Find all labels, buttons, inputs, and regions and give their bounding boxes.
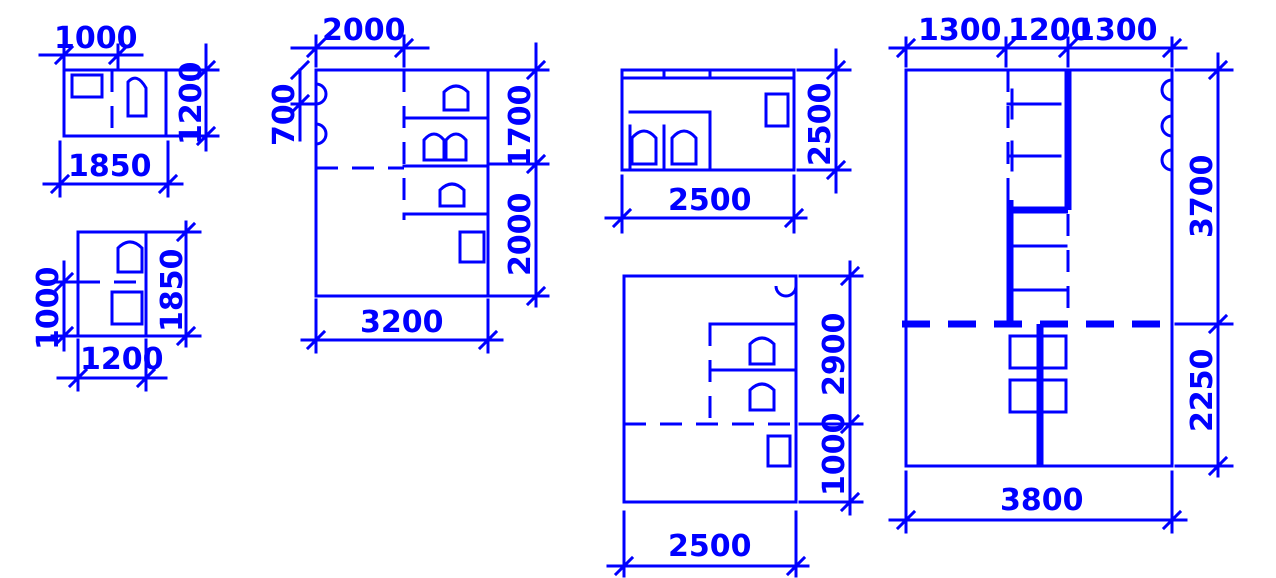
urinal-icon [1160, 114, 1173, 138]
dim-tick [195, 125, 217, 147]
dim-tick [1207, 455, 1229, 477]
dim-label-3200: 3200 [360, 305, 444, 340]
dim-label-1850: 1850 [155, 249, 190, 333]
sink-icon [1008, 378, 1068, 414]
urinal-icon [774, 285, 798, 298]
dim-tick [783, 207, 805, 229]
dim-tick [995, 37, 1017, 59]
dim-tick [1161, 509, 1183, 531]
plan-upper-right-outline [620, 68, 796, 172]
urinal-icon [1160, 148, 1173, 172]
dim-tick [53, 271, 75, 293]
toilet-icon [444, 132, 468, 162]
sink-icon [764, 92, 790, 128]
dim-label-2000: 2000 [322, 13, 406, 48]
dim-tick [1161, 37, 1183, 59]
dim-tick [49, 173, 71, 195]
dim-tick [525, 285, 547, 307]
dim-tick [895, 37, 917, 59]
dim-label-1000: 1000 [817, 413, 852, 497]
dim-tick [107, 44, 129, 66]
dim-label-1200: 1200 [1008, 13, 1092, 48]
dim-tick [839, 413, 861, 435]
sink-icon [110, 290, 144, 326]
toilet-icon [438, 182, 466, 208]
dim-tick [611, 207, 633, 229]
dim-tick [895, 509, 917, 531]
dim-tick [1207, 313, 1229, 335]
dim-label-2900: 2900 [817, 313, 852, 397]
dim-tick [613, 555, 635, 577]
sink-icon [766, 434, 792, 468]
plan-lower-right-outline [622, 274, 798, 504]
dim-tick [305, 37, 327, 59]
dim-label-700: 700 [267, 83, 302, 146]
dim-tick [785, 555, 807, 577]
urinal-icon [315, 82, 328, 106]
dim-label-1000: 1000 [54, 21, 138, 56]
dim-label-1000: 1000 [31, 267, 66, 351]
dim-label-2250: 2250 [1185, 349, 1220, 433]
dim-tick [839, 491, 861, 513]
dim-tick [1057, 37, 1079, 59]
dim-tick [525, 153, 547, 175]
dim-label-1300: 1300 [918, 13, 1002, 48]
dim-tick [195, 59, 217, 81]
dim-tick [175, 221, 197, 243]
dim-tick [289, 59, 311, 81]
toilet-icon [422, 132, 446, 162]
dim-label-3700: 3700 [1185, 155, 1220, 239]
dim-tick [839, 265, 861, 287]
sink-icon [1008, 334, 1068, 370]
plan-large: 1300 1200 1300 3700 2250 3800 [888, 13, 1234, 534]
dim-tick [67, 367, 89, 389]
dim-tick [825, 59, 847, 81]
dim-label-1200: 1200 [174, 62, 209, 146]
dim-tick [825, 159, 847, 181]
dim-label-2500: 2500 [668, 529, 752, 564]
dim-label-1850: 1850 [68, 149, 152, 184]
dim-label-3800: 3800 [1000, 483, 1084, 518]
dim-tick [525, 59, 547, 81]
dim-tick [1207, 59, 1229, 81]
urinal-icon [315, 122, 328, 146]
dim-tick [135, 367, 157, 389]
plan-mid: 2000 700 1700 2000 3200 [267, 13, 550, 354]
dim-tick [305, 329, 327, 351]
plan-upper-right: 2500 2500 [604, 48, 852, 234]
dim-tick [289, 93, 311, 115]
toilet-icon [670, 129, 698, 166]
sink-icon [70, 73, 104, 99]
dim-label-2500: 2500 [668, 183, 752, 218]
dim-tick [477, 329, 499, 351]
dim-label-2000: 2000 [503, 193, 538, 277]
dim-tick [53, 44, 75, 66]
toilet-icon [748, 382, 776, 412]
sink-icon [458, 230, 486, 264]
dim-label-1300: 1300 [1074, 13, 1158, 48]
plan-lower-right: 2900 1000 2500 [606, 260, 864, 578]
plan-small-a: 1000 1200 1850 [38, 21, 220, 198]
dim-tick [157, 173, 179, 195]
toilet-icon [442, 84, 470, 112]
dim-label-1700: 1700 [503, 85, 538, 169]
dim-tick [53, 325, 75, 347]
toilet-icon [126, 76, 148, 118]
dim-label-1200: 1200 [80, 342, 164, 377]
urinal-icon [1160, 78, 1173, 102]
dim-tick [175, 325, 197, 347]
plan-small-b: 1850 1000 1200 [31, 220, 202, 392]
plan-small-b-outline [76, 230, 148, 338]
toilet-icon [748, 336, 776, 366]
dim-tick [393, 37, 415, 59]
dim-label-2500: 2500 [803, 83, 838, 167]
toilet-icon [116, 240, 144, 274]
plan-small-a-outline [62, 68, 168, 138]
toilet-icon [630, 129, 658, 166]
